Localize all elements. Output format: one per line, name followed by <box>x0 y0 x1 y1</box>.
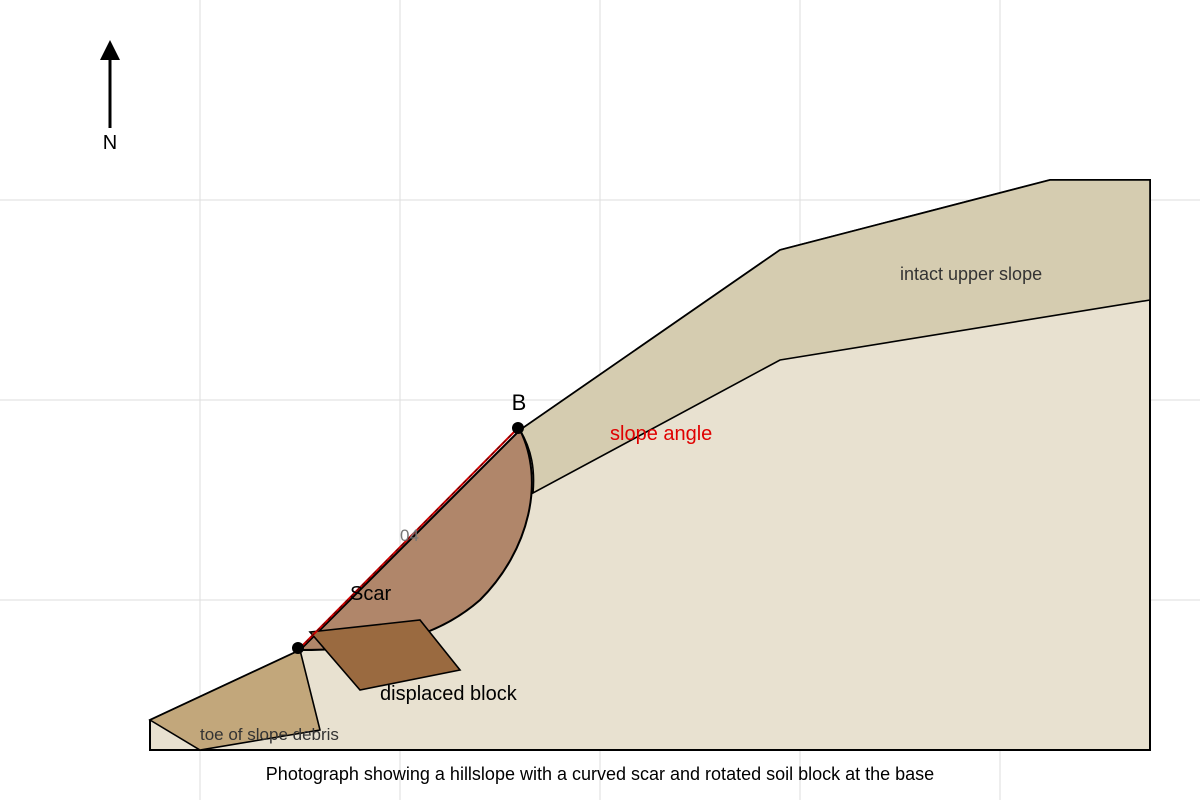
figure-caption: Photograph showing a hillslope with a cu… <box>266 764 934 784</box>
north-arrow <box>100 40 120 128</box>
toe-debris-label: toe of slope debris <box>200 725 339 744</box>
displaced-block <box>308 619 462 691</box>
displaced-block-label: displaced block <box>380 683 518 705</box>
toe-debris <box>148 648 321 751</box>
north-label: N <box>103 132 117 154</box>
point-b-marker <box>512 422 524 434</box>
slope-angle-label: slope angle <box>610 423 712 445</box>
upper-slope-label: intact upper slope <box>900 264 1042 284</box>
slope-angle-line-dash <box>299 427 519 649</box>
point-b-label: B <box>512 390 527 415</box>
scar-label: Scar <box>350 583 391 605</box>
point-a-marker <box>292 642 304 654</box>
angle-value-label: 04 <box>400 526 419 545</box>
north-arrow-head-icon <box>100 40 120 60</box>
